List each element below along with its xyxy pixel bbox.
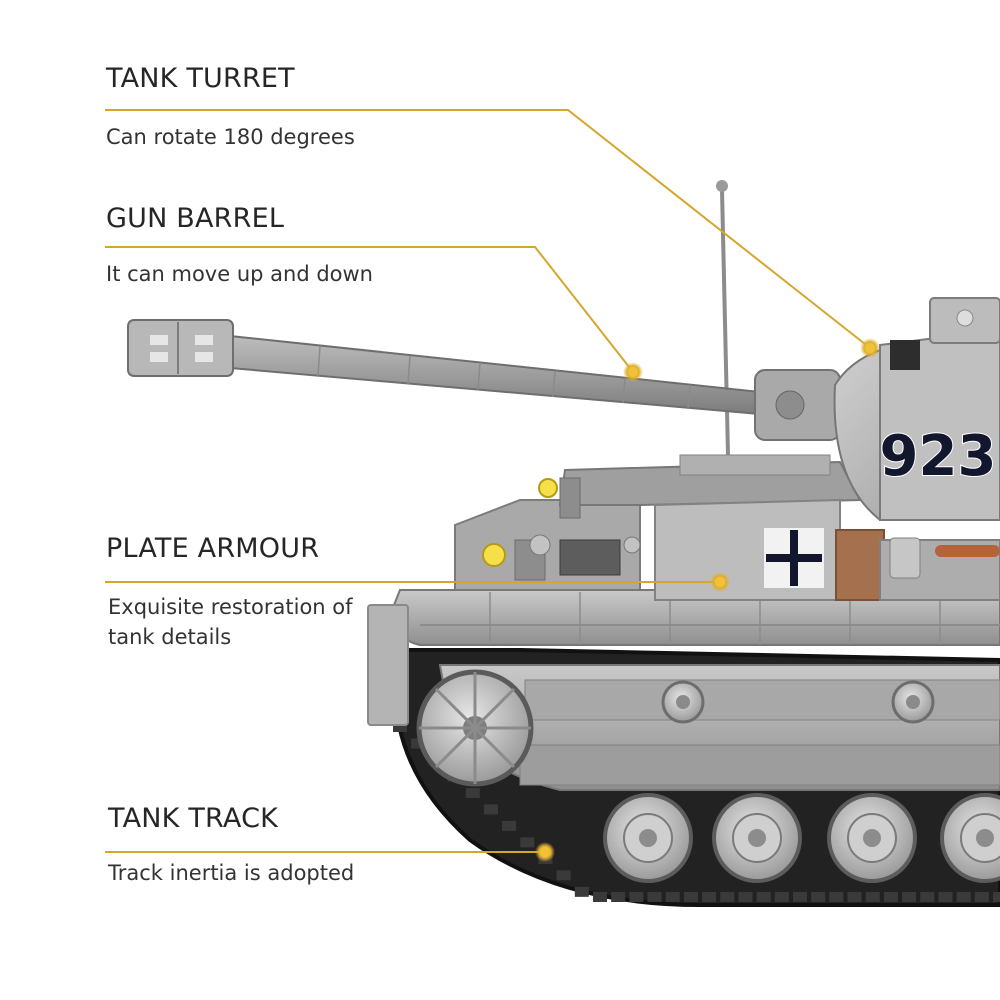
track-link <box>738 892 753 902</box>
track-link <box>865 892 880 902</box>
track-link <box>593 892 607 902</box>
barrel-callout-description: It can move up and down <box>106 262 373 286</box>
track-link <box>520 837 535 848</box>
tank-turret: 923 <box>833 297 1000 521</box>
track-link <box>974 892 989 902</box>
gun-barrel <box>127 319 761 416</box>
turret-callout-title: TANK TURRET <box>106 63 295 94</box>
drive-sprocket <box>416 669 534 787</box>
track-link <box>665 892 680 902</box>
turret-leader-line <box>105 109 871 349</box>
track-link <box>647 892 662 902</box>
return-roller-2 <box>891 680 935 724</box>
gun-mantlet <box>754 369 841 441</box>
turret-callout-description: Can rotate 180 degrees <box>106 125 355 149</box>
track-link <box>720 892 735 902</box>
armour-callout-description: Exquisite restoration of tank details <box>108 595 353 649</box>
road-wheel <box>712 793 802 883</box>
track-link <box>829 892 844 902</box>
turret-anchor-dot <box>860 338 880 358</box>
track-link <box>556 870 571 881</box>
road-wheels <box>603 793 1000 883</box>
barrel-callout-title: GUN BARREL <box>106 203 285 234</box>
track-link <box>920 892 935 902</box>
road-wheel <box>940 793 1000 883</box>
track-link <box>956 892 971 902</box>
track-callout-description: Track inertia is adopted <box>108 861 355 885</box>
track-callout-title: TANK TRACK <box>108 803 279 834</box>
road-wheel <box>827 793 917 883</box>
track-link <box>774 892 789 902</box>
hull-number: 923 <box>880 424 997 489</box>
antenna <box>716 180 730 456</box>
track-link <box>629 892 644 902</box>
headlight-1 <box>538 478 558 498</box>
barrel-anchor-dot <box>623 362 643 382</box>
jerry-can <box>889 537 921 579</box>
anchor-dots <box>535 338 880 862</box>
track-link <box>811 892 826 902</box>
cupola <box>929 297 1000 344</box>
track-link <box>902 892 917 902</box>
armour-anchor-dot <box>710 572 730 592</box>
track-link <box>611 892 626 902</box>
track-link <box>793 892 807 902</box>
track-link <box>574 886 589 897</box>
track-link <box>483 804 498 815</box>
track-link <box>411 738 426 749</box>
muzzle-brake <box>127 319 234 377</box>
track-link <box>393 722 407 732</box>
track-link <box>702 892 717 902</box>
cross-insignia <box>764 528 824 588</box>
leader-lines <box>105 109 871 853</box>
armour-callout-title: PLATE ARMOUR <box>106 533 320 564</box>
track-anchor-dot <box>535 842 555 862</box>
return-roller-1 <box>661 680 705 724</box>
track-link <box>938 892 953 902</box>
track-link <box>847 892 862 902</box>
road-wheel <box>603 793 693 883</box>
track-link <box>993 892 1000 902</box>
headlight-2 <box>482 543 506 567</box>
track-link <box>465 787 480 798</box>
track-link <box>883 892 898 902</box>
track-link <box>756 892 771 902</box>
track-link <box>683 892 698 902</box>
barrel-leader-line <box>105 246 634 373</box>
track-link <box>502 820 517 831</box>
